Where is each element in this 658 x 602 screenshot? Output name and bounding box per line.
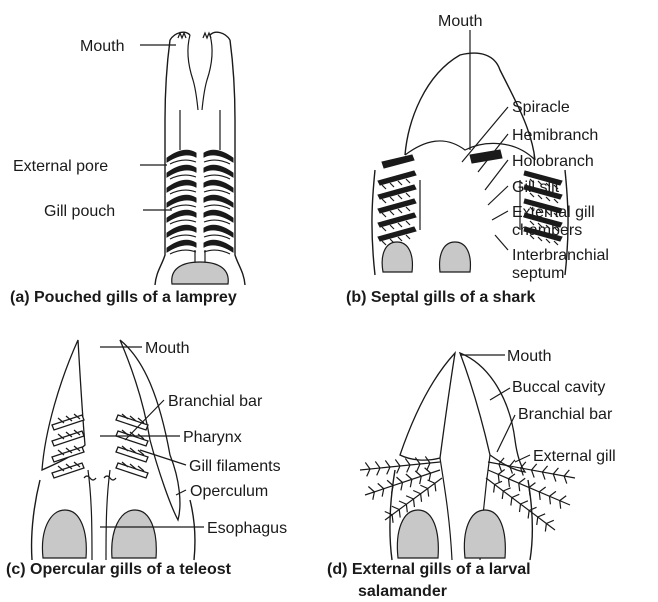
caption-a: (a) Pouched gills of a lamprey <box>10 289 237 306</box>
label-b-septum: septum <box>512 265 564 282</box>
caption-d-line2: salamander <box>358 583 447 600</box>
label-a-external-pore: External pore <box>13 158 108 175</box>
panel-d-salamander: Mouth Buccal cavity Branchial bar Extern… <box>327 348 616 600</box>
lamprey-pouch-line <box>170 235 230 239</box>
label-b-spiracle: Spiracle <box>512 99 570 116</box>
leader-b-holobranch <box>485 160 508 190</box>
salamander-right-head <box>460 353 525 472</box>
label-d-branchial-bar: Branchial bar <box>518 406 613 423</box>
lamprey-gill-pouches <box>167 150 233 254</box>
label-c-pharynx: Pharynx <box>183 429 242 446</box>
label-c-esophagus: Esophagus <box>207 520 287 537</box>
caption-c: (c) Opercular gills of a teleost <box>6 561 232 578</box>
lamprey-notochord <box>172 262 229 284</box>
label-a-gill-pouch: Gill pouch <box>44 203 115 220</box>
lamprey-pouch-line <box>170 175 230 179</box>
label-c-gill-filaments: Gill filaments <box>189 458 281 475</box>
lamprey-pouch-line <box>170 160 230 164</box>
leader-b-ext-chambers <box>492 211 508 220</box>
label-d-external-gill: External gill <box>533 448 616 465</box>
panel-b-shark: Mouth Spiracle Hemibranch Holobranch Gil… <box>346 13 609 306</box>
salamander-left-blob <box>397 510 438 558</box>
label-b-external-gill: External gill <box>512 204 595 221</box>
teleost-esophagus-walls <box>88 470 110 560</box>
lamprey-pouch-line <box>170 205 230 209</box>
panel-a-lamprey: Mouth External pore Gill pouch (a) Pouch… <box>10 32 245 306</box>
lamprey-mouth-split <box>188 35 212 110</box>
teleost-right-blob <box>112 510 157 558</box>
shark-spiracle-left <box>382 155 414 168</box>
caption-d-line1: (d) External gills of a larval <box>327 561 531 578</box>
label-b-hemibranch: Hemibranch <box>512 127 598 144</box>
label-a-mouth: Mouth <box>80 38 124 55</box>
label-d-buccal-cavity: Buccal cavity <box>512 379 605 396</box>
shark-left-blob <box>382 242 412 272</box>
label-c-branchial-bar: Branchial bar <box>168 393 263 410</box>
lamprey-pouch-line <box>170 190 230 194</box>
shark-right-blob <box>440 242 471 272</box>
teleost-left-blob <box>42 510 86 558</box>
lamprey-inner-lines <box>180 110 220 262</box>
panel-c-teleost: Mouth Branchial bar Pharynx Gill filamen… <box>6 340 287 578</box>
label-b-holobranch: Holobranch <box>512 153 594 170</box>
leader-b-interbranchial <box>495 235 508 250</box>
label-b-mouth: Mouth <box>438 13 482 30</box>
label-d-mouth: Mouth <box>507 348 551 365</box>
label-c-operculum: Operculum <box>190 483 268 500</box>
shark-arch-left <box>378 171 416 185</box>
label-b-interbranchial: Interbranchial <box>512 247 609 264</box>
label-c-mouth: Mouth <box>145 340 189 357</box>
lamprey-pouch-line <box>170 220 230 224</box>
teleost-right-jaw <box>120 340 180 520</box>
label-b-gill-slit: Gill slit <box>512 179 560 196</box>
shark-pharynx-walls <box>420 180 520 230</box>
lamprey-pouch-line <box>170 250 230 254</box>
leader-b-gill-slit <box>488 186 508 205</box>
caption-b: (b) Septal gills of a shark <box>346 289 535 306</box>
salamander-right-blob <box>464 510 505 558</box>
salamander-left-head <box>400 353 455 460</box>
lamprey-teeth <box>178 33 211 38</box>
label-b-chambers: chambers <box>512 222 582 239</box>
